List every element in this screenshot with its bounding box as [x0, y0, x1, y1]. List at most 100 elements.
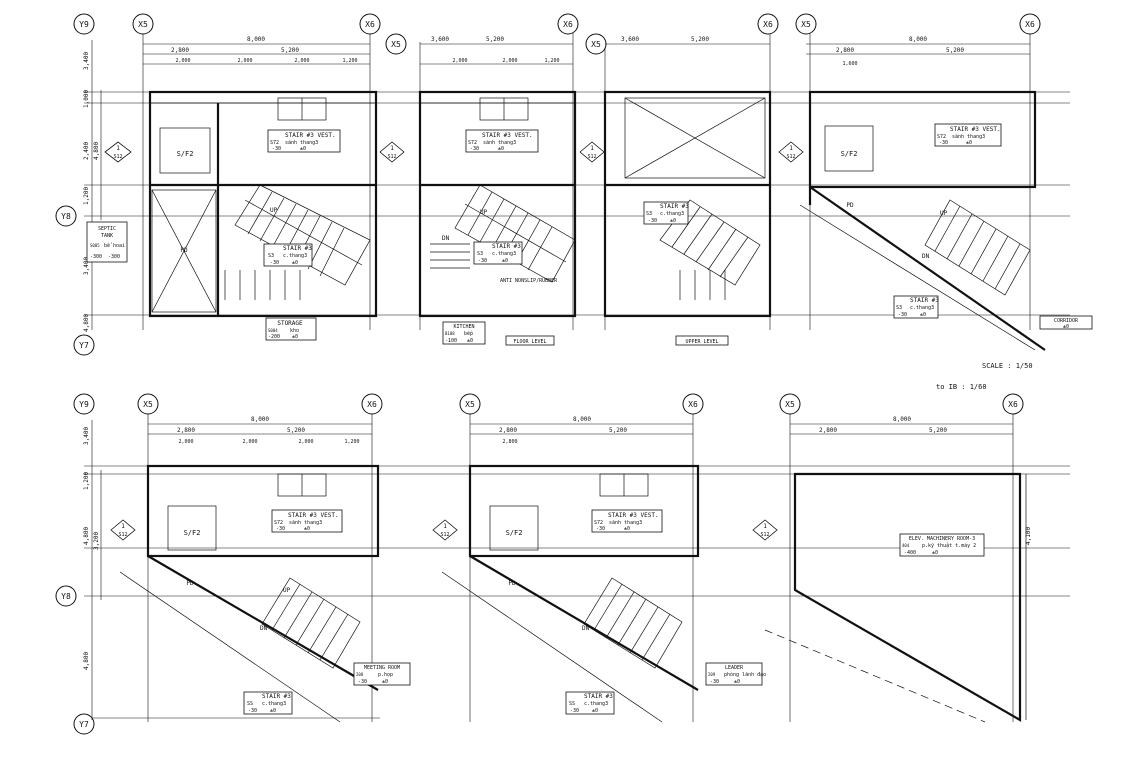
axis-bubble-x5-p6: X5 — [459, 393, 481, 415]
svg-text:-30: -30 — [272, 146, 281, 152]
svg-text:2,000: 2,000 — [242, 439, 257, 445]
svg-text:4,800: 4,800 — [83, 527, 90, 545]
tag-stair-vest-p2: STAIR #3 VEST. S72 sãnh thang3 -30 ±0 — [465, 129, 539, 153]
svg-text:S12: S12 — [387, 154, 396, 160]
axis-bubble-x6-p5: X6 — [361, 393, 383, 415]
svg-text:sãnh thang3: sãnh thang3 — [483, 140, 516, 146]
svg-text:STAIR #3: STAIR #3 — [910, 297, 939, 304]
svg-text:3,200: 3,200 — [93, 532, 100, 550]
section-marker-p4: 1 S12 — [778, 141, 804, 163]
axis-bubble-x6-p7: X6 — [1002, 393, 1024, 415]
svg-text:1: 1 — [789, 145, 793, 152]
svg-text:S005: S005 — [90, 243, 100, 248]
svg-text:2,000: 2,000 — [298, 439, 313, 445]
tag-meeting-room: MEETING ROOM 208 p.họp -30 ±0 — [353, 662, 411, 686]
svg-text:X5: X5 — [143, 400, 153, 409]
svg-text:8,000: 8,000 — [573, 416, 591, 423]
svg-text:S3: S3 — [896, 305, 902, 311]
svg-text:S/F2: S/F2 — [841, 150, 858, 158]
axis-bubble-x6-p3: X6 — [757, 13, 779, 35]
svg-text:S72: S72 — [274, 520, 283, 526]
svg-text:5,200: 5,200 — [946, 47, 964, 54]
svg-text:±0: ±0 — [1063, 324, 1069, 330]
svg-text:S004: S004 — [268, 328, 278, 333]
svg-text:-300: -300 — [108, 254, 120, 260]
svg-text:STAIR #3: STAIR #3 — [584, 693, 613, 700]
svg-text:2,000: 2,000 — [452, 58, 467, 64]
svg-text:3,600: 3,600 — [621, 36, 639, 43]
svg-text:S/F2: S/F2 — [177, 150, 194, 158]
svg-text:S/F2: S/F2 — [506, 529, 523, 537]
svg-text:S72: S72 — [594, 520, 603, 526]
scale-note: SCALE : 1/50 — [982, 362, 1033, 370]
svg-text:-30: -30 — [898, 312, 907, 318]
svg-text:-200: -200 — [268, 334, 280, 340]
svg-text:S72: S72 — [937, 134, 946, 140]
svg-text:-30: -30 — [596, 526, 605, 532]
svg-text:-30: -30 — [270, 260, 279, 266]
stair-run-p3 — [659, 199, 761, 286]
svg-text:±0: ±0 — [592, 708, 598, 714]
axis-bubble-x5-p3: X5 — [585, 33, 607, 55]
svg-text:STAIR #3 VEST.: STAIR #3 VEST. — [285, 132, 336, 139]
plan-3-mezzanine: 3,600 5,200 STAIR #3 S3 c.thang3 -30 ±0 — [603, 36, 772, 346]
axis-bubble-x6-p2: X6 — [557, 13, 579, 35]
vertical-dims-top: 3,400 1,000 2,400 1,200 3,400 4,800 4,80… — [83, 40, 102, 332]
tag-septic-tank: SEPTIC TANK S005 bể hoai -300 -300 — [86, 221, 128, 263]
axis-bubble-y8-top: Y8 — [55, 205, 77, 227]
svg-text:B108: B108 — [445, 331, 455, 336]
svg-text:SS: SS — [247, 701, 253, 707]
svg-text:Y8: Y8 — [61, 212, 71, 221]
svg-text:STORAGE: STORAGE — [277, 320, 303, 327]
svg-text:-30: -30 — [276, 526, 285, 532]
tag-stair3-p6: STAIR #3 SS c.thang3 -30 ±0 — [565, 691, 615, 715]
axis-bubble-x5-p2: X5 — [385, 33, 407, 55]
svg-text:-300: -300 — [90, 254, 102, 260]
svg-text:-30: -30 — [470, 146, 479, 152]
svg-text:PD: PD — [508, 580, 516, 587]
svg-text:-30: -30 — [358, 679, 367, 685]
axis-bubble-x5-p7: X5 — [779, 393, 801, 415]
svg-text:-30: -30 — [248, 708, 257, 714]
tag-storage: STORAGE S004 kho -200 ±0 — [265, 317, 317, 341]
svg-text:±0: ±0 — [502, 258, 508, 264]
scale-note-2: to IB : 1/60 — [936, 383, 987, 391]
tag-stair-vest-p4: STAIR #3 VEST. S72 sãnh thang3 -30 ±0 — [934, 123, 1002, 147]
svg-text:5,200: 5,200 — [287, 427, 305, 434]
svg-text:1,200: 1,200 — [83, 472, 90, 490]
svg-text:ANTI NONSLIP/RUBBER: ANTI NONSLIP/RUBBER — [500, 278, 558, 284]
tag-stair3-p2: STAIR #3 S3 c.thang3 -30 ±0 — [473, 241, 523, 265]
svg-text:CORRIDOR: CORRIDOR — [1054, 318, 1079, 324]
svg-text:STAIR #3: STAIR #3 — [262, 693, 291, 700]
svg-text:ELEV. MACHINERY ROOM-3: ELEV. MACHINERY ROOM-3 — [909, 536, 975, 542]
svg-text:5,200: 5,200 — [486, 36, 504, 43]
svg-text:4,800: 4,800 — [93, 142, 100, 160]
svg-text:UP: UP — [480, 209, 488, 216]
svg-text:STAIR #3 VEST.: STAIR #3 VEST. — [950, 126, 1001, 133]
svg-text:MEETING ROOM: MEETING ROOM — [364, 665, 400, 671]
svg-text:S72: S72 — [468, 140, 477, 146]
vertical-dims-bottom: 3,400 1,200 4,800 4,800 3,200 — [83, 420, 102, 720]
svg-text:2,400: 2,400 — [83, 142, 90, 160]
svg-text:STAIR #3 VEST.: STAIR #3 VEST. — [482, 132, 533, 139]
svg-text:phòng lãnh đạo: phòng lãnh đạo — [724, 671, 766, 678]
stair-lower-treads-p2 — [430, 243, 470, 269]
svg-text:5,200: 5,200 — [929, 427, 947, 434]
stair-run-p5 — [261, 577, 361, 669]
tag-stair-vest-p1: STAIR #3 VEST. S72 sãnh thang3 -30 ±0 — [267, 129, 341, 153]
svg-text:1: 1 — [121, 523, 125, 530]
tag-leader: LEADER 209 phòng lãnh đạo -30 ±0 — [705, 662, 766, 686]
svg-text:X5: X5 — [465, 400, 475, 409]
svg-text:1: 1 — [590, 145, 594, 152]
svg-text:FLOOR LEVEL: FLOOR LEVEL — [513, 339, 546, 345]
svg-text:-30: -30 — [648, 218, 657, 224]
svg-text:±0: ±0 — [734, 679, 740, 685]
tag-upper-level: UPPER LEVEL — [675, 335, 729, 346]
svg-text:sãnh thang3: sãnh thang3 — [289, 520, 322, 526]
grid-lines-top — [84, 30, 1070, 330]
stair-lower-treads-p3 — [679, 270, 726, 300]
section-marker-p5: 1 S12 — [110, 519, 136, 541]
plan-4-first-floor: 8,000 2,800 5,200 1,600 S/F2 PD UP DN 1 … — [778, 36, 1093, 351]
svg-text:8,000: 8,000 — [251, 416, 269, 423]
svg-text:4,100: 4,100 — [1025, 527, 1032, 545]
